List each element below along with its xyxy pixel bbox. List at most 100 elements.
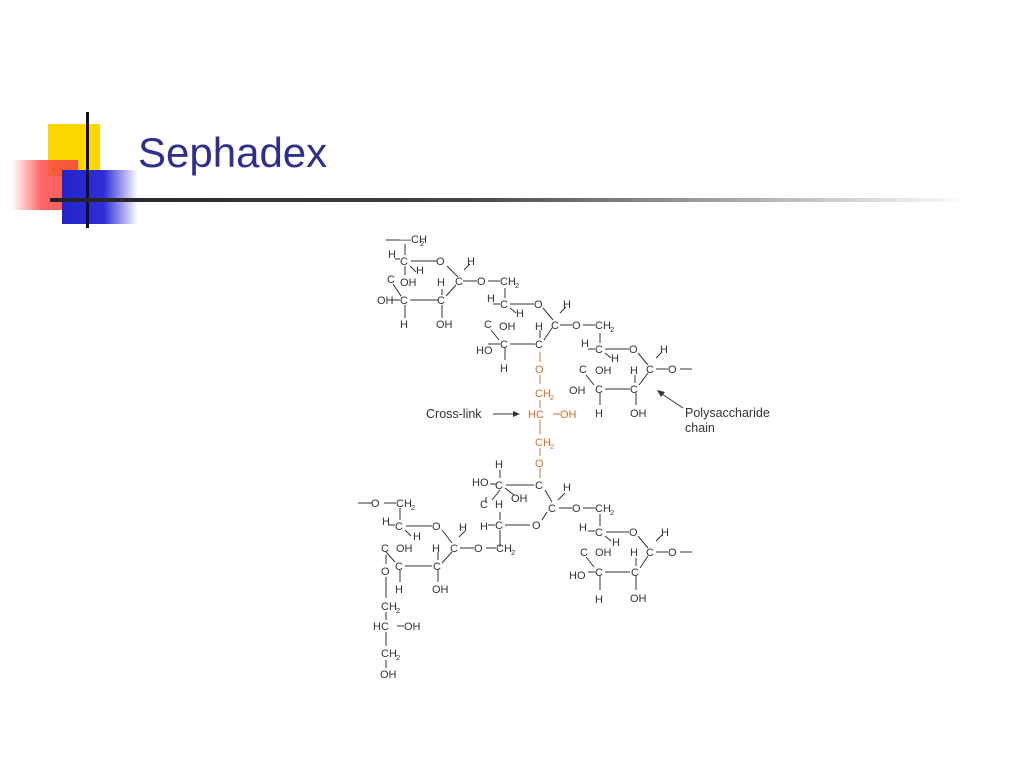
svg-text:O: O — [371, 498, 380, 510]
svg-text:H: H — [611, 353, 619, 365]
svg-text:C: C — [450, 543, 458, 555]
svg-text:2: 2 — [550, 393, 554, 402]
svg-text:C: C — [595, 527, 603, 539]
ring-b — [488, 288, 595, 360]
title-underline — [50, 198, 970, 202]
svg-text:H: H — [467, 256, 475, 268]
svg-text:C: C — [548, 503, 556, 515]
slide-title: Sephadex — [138, 129, 328, 176]
svg-text:H: H — [595, 594, 603, 606]
svg-text:O: O — [572, 503, 581, 515]
svg-text:2: 2 — [550, 442, 554, 451]
deco-vertical-line — [86, 112, 89, 228]
svg-text:H: H — [661, 527, 669, 539]
svg-text:H: H — [581, 338, 589, 350]
svg-text:H: H — [437, 277, 445, 289]
svg-text:OH: OH — [630, 408, 647, 420]
svg-text:2: 2 — [610, 508, 614, 517]
ring-c — [585, 333, 692, 405]
svg-text:H: H — [535, 321, 543, 333]
svg-text:2: 2 — [411, 503, 415, 512]
crosslink-arrow — [493, 411, 520, 417]
svg-text:OH: OH — [377, 295, 394, 307]
svg-text:CH: CH — [381, 601, 397, 613]
svg-text:CH: CH — [535, 388, 551, 400]
svg-text:O: O — [532, 520, 541, 532]
chain-label-line1: Polysaccharide — [685, 406, 770, 420]
svg-text:2: 2 — [610, 325, 614, 334]
svg-text:OH: OH — [595, 547, 612, 559]
ring-e — [358, 502, 496, 668]
svg-text:O: O — [629, 344, 638, 356]
chain-label-line2: chain — [685, 421, 715, 435]
svg-text:H: H — [563, 299, 571, 311]
svg-text:OH: OH — [569, 385, 586, 397]
svg-text:H: H — [500, 363, 508, 375]
svg-text:OH: OH — [499, 321, 516, 333]
svg-text:C: C — [500, 339, 508, 351]
svg-text:OH: OH — [380, 669, 397, 681]
svg-text:H: H — [400, 319, 408, 331]
svg-text:HC: HC — [528, 409, 544, 421]
svg-text:C: C — [595, 567, 603, 579]
svg-text:H: H — [660, 344, 668, 356]
svg-text:C: C — [437, 295, 445, 307]
svg-text:C: C — [631, 567, 639, 579]
svg-text:C: C — [495, 480, 503, 492]
svg-text:H: H — [630, 365, 638, 377]
svg-text:CH: CH — [595, 320, 611, 332]
svg-text:O: O — [629, 527, 638, 539]
ring-d — [485, 470, 595, 547]
svg-text:CH: CH — [500, 276, 516, 288]
svg-text:C: C — [630, 384, 638, 396]
ring-f-labels: H C O H H C OH H C O HO C C H OH — [569, 522, 677, 606]
svg-text:O: O — [381, 566, 390, 578]
svg-text:CH: CH — [496, 543, 512, 555]
svg-text:C: C — [395, 561, 403, 573]
svg-text:C: C — [646, 364, 654, 376]
svg-text:H: H — [516, 308, 524, 320]
svg-text:C: C — [646, 547, 654, 559]
svg-text:C: C — [484, 319, 492, 331]
svg-text:C: C — [495, 520, 503, 532]
svg-text:C: C — [595, 344, 603, 356]
svg-text:H: H — [630, 547, 638, 559]
svg-text:OH: OH — [630, 593, 647, 605]
svg-text:HO: HO — [472, 477, 489, 489]
svg-text:O: O — [534, 299, 543, 311]
svg-text:OH: OH — [396, 543, 413, 555]
ring-f — [585, 514, 692, 590]
svg-text:2: 2 — [396, 606, 400, 615]
deco-blue-square — [62, 170, 138, 224]
chain-arrow — [657, 390, 684, 409]
svg-text:2: 2 — [511, 548, 515, 557]
svg-text:C: C — [500, 299, 508, 311]
svg-text:CH: CH — [381, 648, 397, 660]
svg-text:—CH: —CH — [400, 234, 427, 246]
crosslink-label: Cross-link — [426, 407, 482, 421]
svg-text:C: C — [381, 543, 389, 555]
svg-text:O: O — [668, 364, 677, 376]
svg-text:H: H — [563, 482, 571, 494]
ring-c-labels: H C O H H C OH H C O OH C C H OH — [569, 338, 677, 420]
svg-text:C: C — [535, 480, 543, 492]
svg-text:O: O — [474, 543, 483, 555]
svg-text:O: O — [477, 276, 486, 288]
svg-text:C: C — [480, 499, 488, 511]
svg-text:OH: OH — [432, 584, 449, 596]
svg-text:C: C — [595, 384, 603, 396]
svg-text:2: 2 — [515, 281, 519, 290]
svg-text:H: H — [595, 408, 603, 420]
svg-text:OH: OH — [404, 621, 421, 633]
svg-text:C: C — [395, 521, 403, 533]
svg-text:2: 2 — [420, 239, 424, 248]
svg-text:HO: HO — [569, 570, 586, 582]
svg-text:H: H — [612, 537, 620, 549]
svg-text:C: C — [551, 320, 559, 332]
